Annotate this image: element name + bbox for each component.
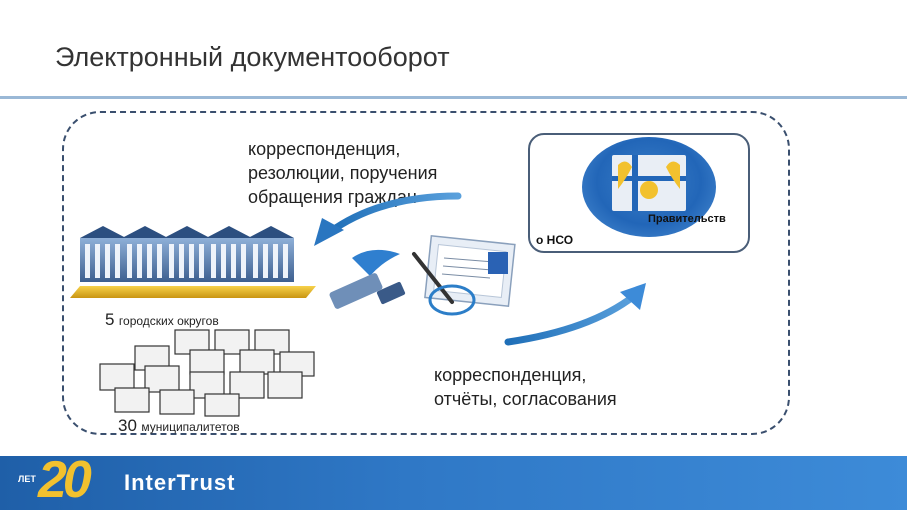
incoming-line-1: корреспонденция, bbox=[248, 139, 401, 159]
brand-name: InterTrust bbox=[124, 470, 236, 495]
municipalities-buildings-icon bbox=[99, 329, 315, 417]
city-districts-count: 5 bbox=[105, 310, 115, 329]
anniversary-years-label: ЛЕТ bbox=[18, 474, 36, 484]
outgoing-line-1: корреспонденция, bbox=[434, 365, 587, 385]
page-title: Электронный документооборот bbox=[55, 42, 450, 72]
municipalities-caption: 30 муниципалитетов bbox=[118, 416, 240, 436]
incoming-correspondence-text: корреспонденция, резолюции, поручения об… bbox=[248, 137, 437, 209]
outgoing-correspondence-text: корреспонденция, отчёты, согласования bbox=[434, 363, 617, 411]
incoming-arrow-icon bbox=[314, 192, 462, 246]
municipalities-count: 30 bbox=[118, 416, 137, 435]
region-frame bbox=[62, 111, 790, 435]
government-label-line2: о НСО bbox=[536, 233, 574, 247]
incoming-line-3: обращения граждан bbox=[248, 187, 417, 207]
city-districts-caption: 5 городских округов bbox=[105, 310, 219, 330]
city-districts-label: городских округов bbox=[118, 314, 219, 328]
footer-bar bbox=[0, 456, 907, 510]
city-districts-buildings-icon bbox=[70, 226, 316, 298]
outgoing-line-2: отчёты, согласования bbox=[434, 389, 617, 409]
title-divider bbox=[0, 96, 907, 99]
outgoing-arrow-icon bbox=[504, 283, 646, 346]
government-label-line1: Правительств bbox=[648, 213, 726, 225]
anniversary-years-number: 20 bbox=[38, 451, 92, 509]
documents-exchange-icon bbox=[329, 234, 516, 316]
incoming-line-2: резолюции, поручения bbox=[248, 163, 438, 183]
municipalities-label: муниципалитетов bbox=[141, 420, 240, 434]
